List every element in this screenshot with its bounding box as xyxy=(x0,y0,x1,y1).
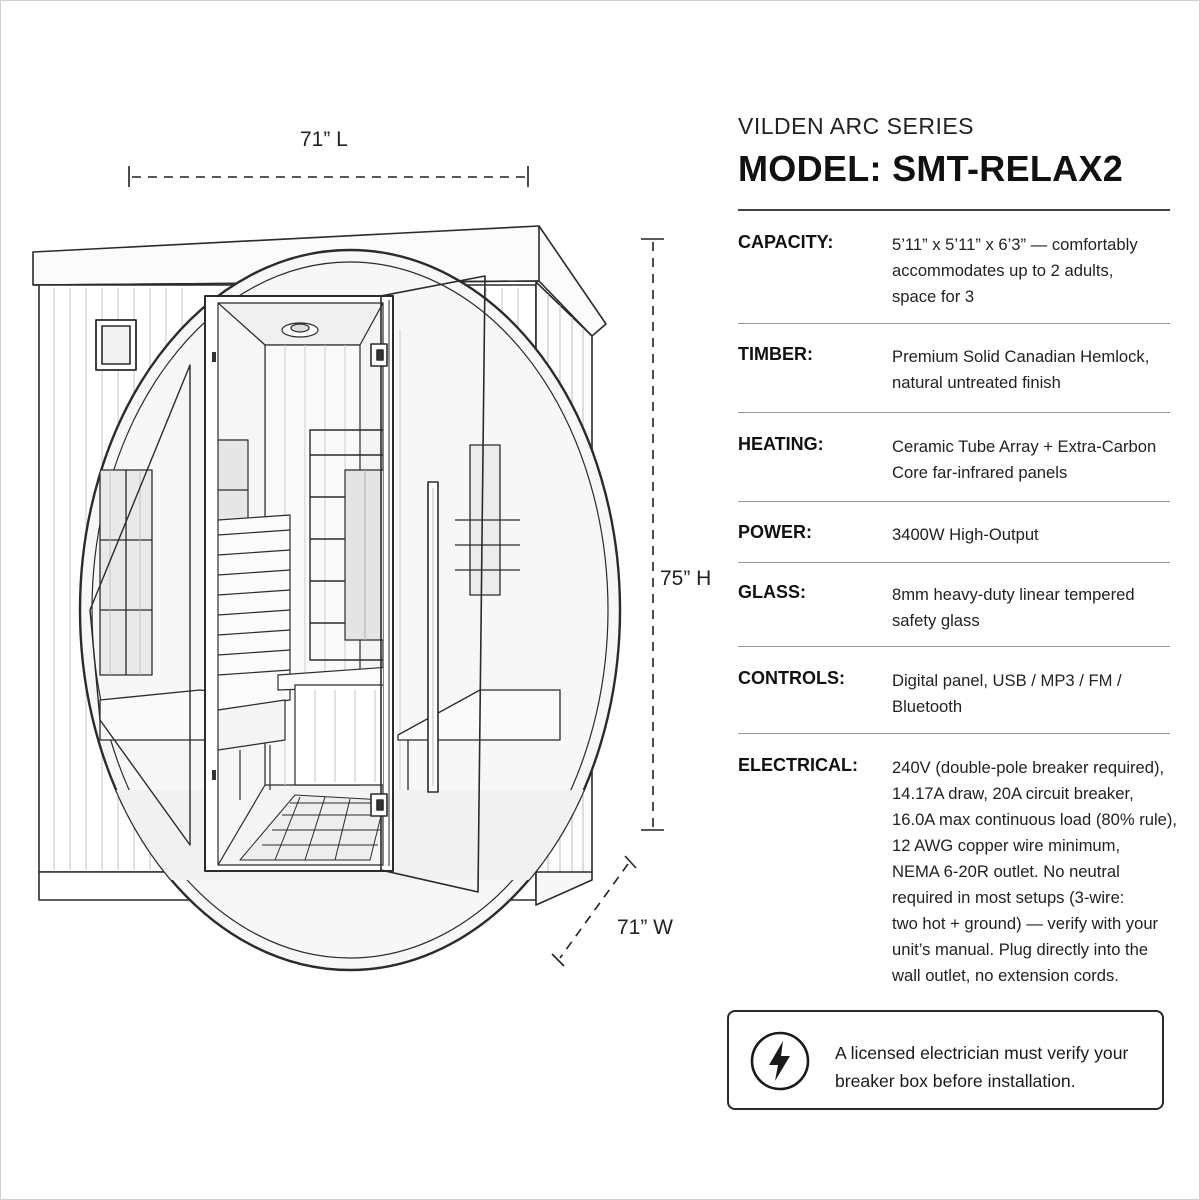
spec-value: 5’11” x 5’11” x 6’3” — comfortably accom… xyxy=(892,235,1138,306)
center-stool xyxy=(277,666,383,786)
height-dimension-line xyxy=(641,238,664,831)
model-title: MODEL: SMT-RELAX2 xyxy=(738,148,1124,189)
slatted-bench xyxy=(218,514,291,800)
spec-divider xyxy=(738,501,1170,502)
left-glass-panel xyxy=(89,364,191,846)
spec-divider xyxy=(738,646,1170,647)
right-heater-panel xyxy=(455,444,520,596)
door-hinges xyxy=(370,343,388,817)
spec-label: ELECTRICAL: xyxy=(738,755,858,775)
spec-divider xyxy=(738,412,1170,413)
back-heater-panel xyxy=(344,469,383,641)
width-dimension-label: 71” W xyxy=(617,916,674,939)
spec-value: 240V (double-pole breaker required), 14.… xyxy=(892,758,1178,985)
spec-value: Ceramic Tube Array + Extra-Carbon Core f… xyxy=(892,437,1157,482)
length-dimension-label: 71” L xyxy=(300,128,348,151)
glass-door xyxy=(380,275,486,893)
vent xyxy=(95,319,137,371)
spec-divider xyxy=(738,323,1170,324)
door-handle xyxy=(427,481,439,793)
ceiling-light xyxy=(281,322,319,338)
spec-divider xyxy=(738,733,1170,734)
series-name: VILDEN ARC SERIES xyxy=(738,113,975,139)
spec-value: 3400W High-Output xyxy=(892,525,1039,544)
door-latches xyxy=(212,352,216,780)
spec-value: Premium Solid Canadian Hemlock, natural … xyxy=(892,347,1150,392)
spec-divider xyxy=(738,209,1170,211)
spec-label: HEATING: xyxy=(738,434,824,454)
left-heater-grid xyxy=(99,469,153,676)
spec-label: CAPACITY: xyxy=(738,232,834,252)
electrician-note: A licensed electrician must verify your … xyxy=(727,1010,1164,1110)
spec-divider xyxy=(738,562,1170,563)
width-dimension-line xyxy=(551,855,637,967)
spec-label: CONTROLS: xyxy=(738,668,845,688)
spec-label: TIMBER: xyxy=(738,344,813,364)
note-text: A licensed electrician must verify your … xyxy=(835,1043,1129,1091)
spec-label: GLASS: xyxy=(738,582,807,602)
spec-value: 8mm heavy-duty linear tempered safety gl… xyxy=(892,585,1135,630)
spec-label: POWER: xyxy=(738,522,812,542)
floor-grate xyxy=(239,794,383,861)
sauna-diagram xyxy=(32,166,664,972)
spec-value: Digital panel, USB / MP3 / FM / Bluetoot… xyxy=(892,671,1122,716)
lightning-bolt-icon xyxy=(750,1031,810,1091)
length-dimension-line xyxy=(128,166,529,187)
height-dimension-label: 75” H xyxy=(660,567,712,590)
